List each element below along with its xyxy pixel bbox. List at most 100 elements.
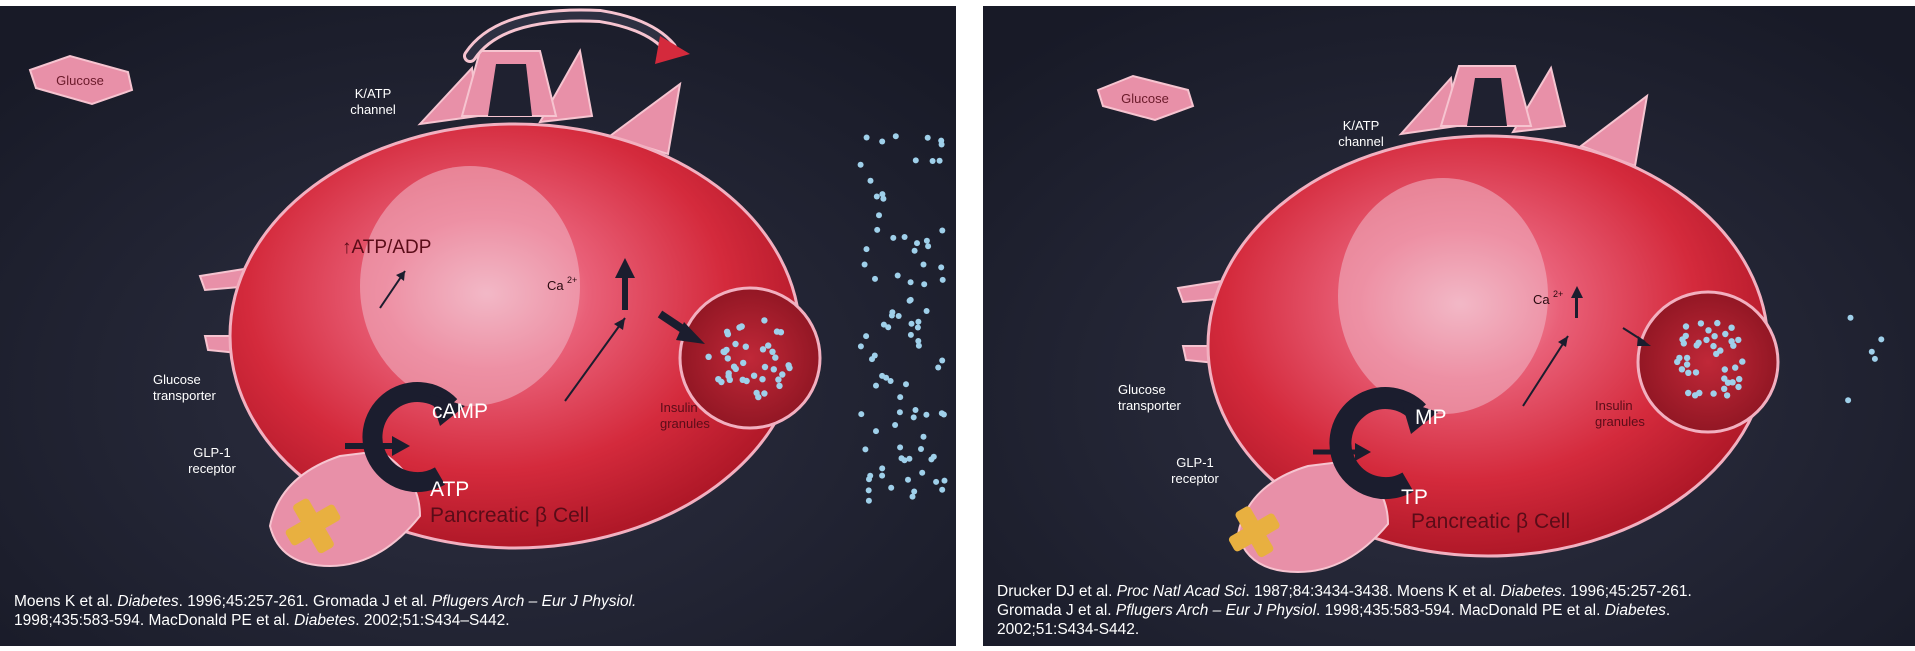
katp-label-2: channel [1338,134,1384,149]
insulin-granule [897,394,903,400]
insulin-granule [915,338,921,344]
insulin-granules-label-1: Insulin [1595,398,1633,413]
insulin-granule [921,281,927,287]
ca-superscript: 2+ [567,275,577,285]
insulin-granules-label-2: granules [660,416,710,431]
insulin-granule [866,498,872,504]
insulin-granule [858,411,864,417]
insulin-granule [930,158,936,164]
insulin-granule [726,370,732,376]
insulin-granule [1735,337,1741,343]
insulin-granule [762,364,768,370]
insulin-granule [1681,340,1687,346]
citation-right-run: Proc Natl Acad Sci [1117,583,1246,600]
insulin-granule [879,465,885,471]
insulin-granule [892,422,898,428]
insulin-granule [1735,384,1741,390]
insulin-granule [725,355,731,361]
insulin-granule [1685,390,1691,396]
insulin-granule [864,135,870,141]
insulin-granule [1845,397,1851,403]
insulin-granule [779,371,785,377]
camp-label: MP [1415,406,1447,429]
insulin-granule [897,409,903,415]
insulin-granule [1869,349,1875,355]
citation-left-run: Diabetes [117,593,178,610]
citation-left-run: . 2002;51:S434–S442. [355,612,509,629]
insulin-granule [858,343,864,349]
glp1-label-2: receptor [1171,471,1219,486]
glp1-label-2: receptor [188,461,236,476]
katp-label-1: K/ATP [1343,118,1380,133]
diagram-left: Glucose K/ATP channel ↑ATP/ADP Ca 2+ Glu… [0,6,956,646]
insulin-granule [863,333,869,339]
insulin-granule [769,349,775,355]
citation-right-run: Diabetes [1605,602,1666,619]
insulin-granule [928,456,934,462]
insulin-granule [1703,337,1709,343]
insulin-granule [1674,359,1680,365]
cell-label: Pancreatic β Cell [430,504,589,527]
insulin-granule [879,191,885,197]
citation-right: Drucker DJ et al. Proc Natl Acad Sci. 19… [997,582,1903,639]
insulin-granule [935,365,941,371]
insulin-granule [938,264,944,270]
insulin-granule [760,346,766,352]
insulin-granule [731,364,737,370]
insulin-granule [911,489,917,495]
insulin-granule [1679,366,1685,372]
insulin-granule [905,477,911,483]
insulin-granule [908,279,914,285]
citation-left-run: 1998;435:583-594. MacDonald PE et al. [14,612,294,629]
insulin-granule [938,138,944,144]
insulin-granule [775,376,781,382]
insulin-granule [724,329,730,335]
insulin-granule [1848,315,1854,321]
insulin-granule [912,248,918,254]
insulin-granule [913,157,919,163]
insulin-granule [772,354,778,360]
katp-label-2: channel [350,102,396,117]
citation-left-run: Diabetes [294,612,355,629]
insulin-granule [774,328,780,334]
insulin-granule [864,246,870,252]
insulin-granule [1683,333,1689,339]
insulin-granule [858,162,864,168]
citation-right-run: Gromada J et al. [997,602,1116,619]
insulin-granule [885,324,891,330]
insulin-granule [862,262,868,268]
citation-right-run: Diabetes [1500,583,1561,600]
citation-right-run: . 1996;45:257-261. [1562,583,1692,600]
insulin-granule [910,494,916,500]
insulin-granule [872,276,878,282]
insulin-granule [923,412,929,418]
insulin-granule [888,485,894,491]
insulin-granule [924,308,930,314]
panel-left: Glucose K/ATP channel ↑ATP/ADP Ca 2+ Glu… [0,6,956,646]
insulin-granule [759,376,765,382]
insulin-granule [915,325,921,331]
citation-right-run: . 1987;84:3434-3438. Moens K et al. [1245,583,1500,600]
insulin-granule [895,273,901,279]
insulin-granule [869,356,875,362]
ca-superscript: 2+ [1553,289,1563,299]
insulin-granule [1684,361,1690,367]
insulin-granule [1728,338,1734,344]
citation-left-run: Pflugers Arch – Eur J Physiol. [432,593,636,610]
atp-label: TP [1401,486,1428,509]
citation-left-run: . 1996;45:257-261. Gromada J et al. [179,593,432,610]
camp-label: cAMP [432,400,488,423]
glucose-label: Glucose [56,73,104,88]
insulin-granule [1685,370,1691,376]
glp1-label-1: GLP-1 [1176,455,1214,470]
glucose-transporter-label-2: transporter [1118,398,1182,413]
insulin-granule [867,473,873,479]
insulin-granule [879,139,885,145]
insulin-granule [1693,369,1699,375]
insulin-granule [720,349,726,355]
insulin-granule [1710,390,1716,396]
insulin-granule [1872,356,1878,362]
cell-label: Pancreatic β Cell [1411,510,1570,533]
insulin-granule [873,383,879,389]
insulin-granule [942,478,948,484]
